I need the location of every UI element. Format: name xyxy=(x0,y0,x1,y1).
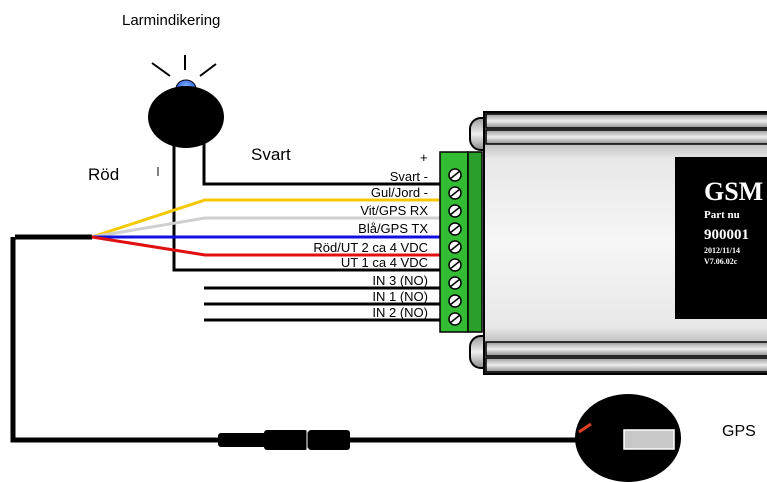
terminal-screw-slot xyxy=(449,296,461,306)
beacon-ray-left xyxy=(151,62,171,77)
wire-label-gul-jord: Gul/Jord - xyxy=(371,185,428,200)
white-wire xyxy=(91,216,440,239)
terminal-screw-slot xyxy=(449,242,461,252)
gps-cable-connector-1 xyxy=(218,433,266,447)
wire-label-bla-gps-tx: Blå/GPS TX xyxy=(358,221,428,236)
device-label-plate xyxy=(675,157,767,319)
top-rib-2 xyxy=(485,129,767,145)
terminal-block-rail xyxy=(467,151,483,333)
red-wire-label: Röd xyxy=(88,165,119,184)
wire-label-rod-ut2: Röd/UT 2 ca 4 VDC xyxy=(313,240,428,255)
terminal-block xyxy=(439,151,483,333)
gps-antenna-window xyxy=(623,429,675,450)
device-title: GSM xyxy=(704,177,763,206)
top-rib-1 xyxy=(485,113,767,129)
gps-antenna-marker xyxy=(578,422,592,434)
wire-label-ut1: UT 1 ca 4 VDC xyxy=(341,255,428,270)
red-wire xyxy=(91,235,440,257)
beacon-black-wire xyxy=(202,140,440,186)
bottom-rib-2 xyxy=(485,357,767,373)
beacon-red-wire xyxy=(172,140,440,272)
terminal-screw-slot xyxy=(449,188,461,198)
plus-label: + xyxy=(420,150,428,165)
device-version: V7.06.02c xyxy=(704,257,738,266)
gps-antenna xyxy=(575,394,681,482)
terminal-screw-slot xyxy=(449,260,461,270)
wire-label-in2: IN 2 (NO) xyxy=(372,305,428,320)
black-wire-label: Svart xyxy=(251,145,291,164)
gsm-device: GSM Part nu 900001 2012/11/14 V7.06.02c xyxy=(469,111,767,375)
device-part-line: Part nu xyxy=(704,209,740,221)
device-serial: 900001 xyxy=(704,227,749,243)
gps-label: GPS xyxy=(722,423,756,440)
terminal-screw-slot xyxy=(449,224,461,234)
gps-cable xyxy=(10,237,585,443)
gps-cable-connector-3 xyxy=(308,430,350,450)
yellow-wire xyxy=(91,198,440,239)
wire-label-list: + Svart - Gul/Jord - Vit/GPS RX Blå/GPS … xyxy=(313,150,428,320)
terminal-screw-slot xyxy=(449,206,461,216)
wire-label-vit-gps-rx: Vit/GPS RX xyxy=(360,203,428,218)
terminal-screw-slot xyxy=(449,170,461,180)
bottom-rib-1 xyxy=(485,341,767,357)
wire-label-in3: IN 3 (NO) xyxy=(372,273,428,288)
alarm-indicator-label: Larmindikering xyxy=(122,12,220,29)
device-date: 2012/11/14 xyxy=(704,246,740,255)
alarm-beacon xyxy=(148,55,224,148)
beacon-ray-right xyxy=(199,63,217,77)
terminal-screw-slot xyxy=(449,278,461,288)
wire-label-in1: IN 1 (NO) xyxy=(372,289,428,304)
terminal-screw-slot xyxy=(449,314,461,324)
beacon-body xyxy=(148,86,224,148)
wire-label-svart: Svart - xyxy=(390,169,428,184)
gps-cable-connector-2 xyxy=(264,430,308,450)
